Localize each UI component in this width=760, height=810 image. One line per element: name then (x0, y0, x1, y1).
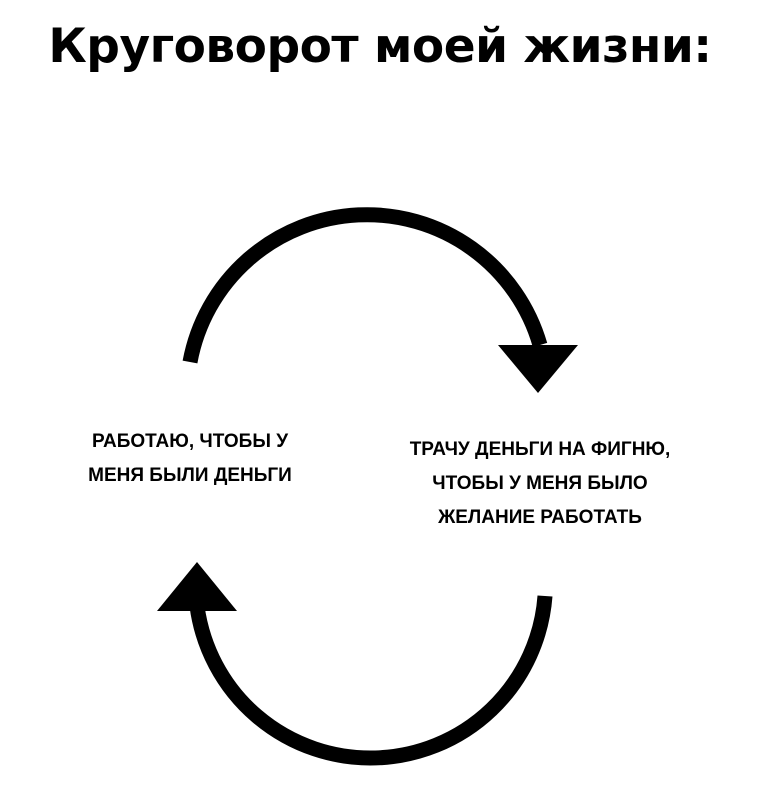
arrow-clockwise-bottom-icon (157, 562, 553, 766)
arrow-clockwise-top-icon (182, 207, 578, 393)
work-node-line: РАБОТАЮ, ЧТОБЫ У (91, 431, 289, 452)
spend-node-line: ТРАЧУ ДЕНЬГИ НА ФИГНЮ, (409, 439, 671, 460)
spend-node-label: ТРАЧУ ДЕНЬГИ НА ФИГНЮ, ЧТОБЫ У МЕНЯ БЫЛО… (360, 433, 720, 535)
work-node-line: МЕНЯ БЫЛИ ДЕНЬГИ (88, 465, 292, 486)
spend-node-line: ЧТОБЫ У МЕНЯ БЫЛО (432, 473, 648, 494)
spend-node-line: ЖЕЛАНИЕ РАБОТАТЬ (438, 507, 642, 528)
page-title: Круговорот моей жизни: (48, 19, 712, 74)
work-node-label: РАБОТАЮ, ЧТОБЫ У МЕНЯ БЫЛИ ДЕНЬГИ (40, 425, 340, 493)
